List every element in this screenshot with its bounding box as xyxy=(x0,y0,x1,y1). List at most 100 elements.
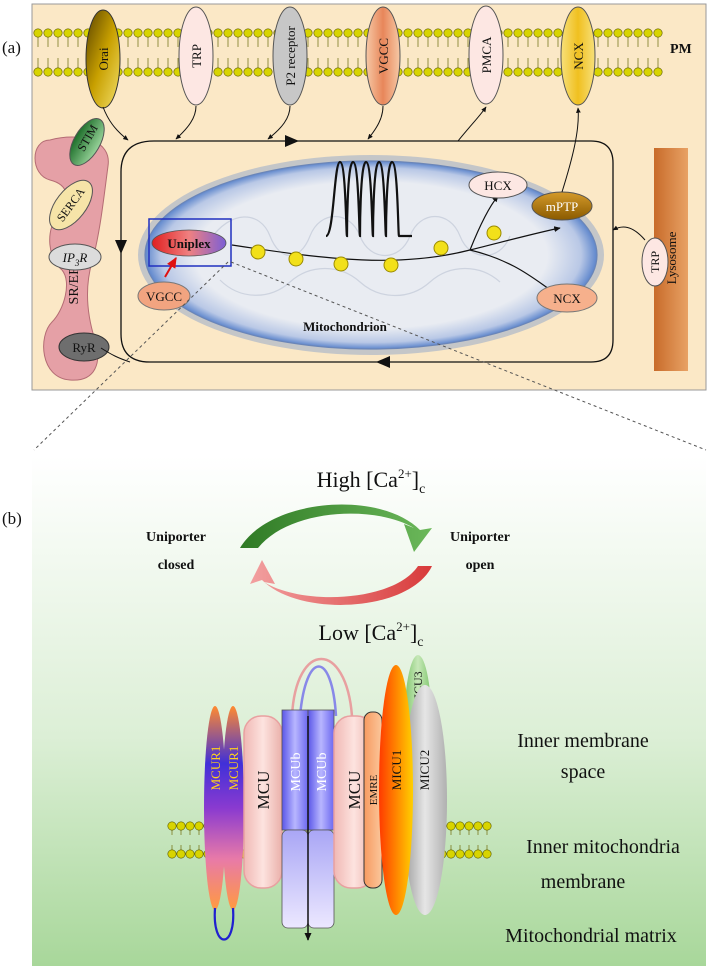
vgcc-influx-arrow xyxy=(367,105,384,140)
hcx-exchanger: HCX xyxy=(468,171,528,199)
lipid-head xyxy=(593,67,603,77)
mcub-subunit-left: MCUb xyxy=(281,709,309,929)
lipid-head xyxy=(473,821,483,831)
lipid-head xyxy=(443,28,453,38)
uniporter-closed-line2: closed xyxy=(158,558,195,573)
lipid-head xyxy=(353,28,363,38)
ip3r-label-b: R xyxy=(78,250,87,265)
pmca-channel: PMCA xyxy=(468,5,504,105)
lipid-head xyxy=(253,28,263,38)
ip3r-label: IP3R xyxy=(62,250,88,268)
uniporter-open-line1: Uniporter xyxy=(450,530,510,545)
lipid-head xyxy=(433,67,443,77)
lipid-head xyxy=(153,67,163,77)
lipid-head xyxy=(453,67,463,77)
trp-pm-label: TRP xyxy=(189,44,204,68)
lipid-head xyxy=(603,67,613,77)
lipid-head xyxy=(313,67,323,77)
uniporter-closed-line1: Uniporter xyxy=(146,530,206,545)
lipid-head xyxy=(533,28,543,38)
inner-membrane-space-line1: Inner membrane xyxy=(517,730,649,752)
lipid-head xyxy=(623,28,633,38)
lipid-head xyxy=(233,28,243,38)
p2-receptor-label: P2 receptor xyxy=(283,26,298,86)
lipid-head xyxy=(143,67,153,77)
imm-label-line2: membrane xyxy=(541,871,626,893)
mcub-linker-loop xyxy=(298,665,338,717)
lipid-head xyxy=(453,28,463,38)
lipid-head xyxy=(333,28,343,38)
lipid-head xyxy=(423,67,433,77)
lipid-head xyxy=(443,67,453,77)
mcu-linker-loop xyxy=(290,658,354,717)
lipid-head xyxy=(263,67,273,77)
lipid-head xyxy=(523,28,533,38)
mcur1-label-1: MCUR1 xyxy=(208,746,223,791)
lipid-head xyxy=(194,849,204,859)
lipid-head xyxy=(323,67,333,77)
p2-influx-arrow xyxy=(267,105,291,140)
lipid-head xyxy=(123,67,133,77)
ncx-inner-label: NCX xyxy=(553,291,581,306)
calcium-ions xyxy=(250,225,502,273)
lipid-head xyxy=(313,28,323,38)
lipid-head xyxy=(403,28,413,38)
vgcc-inner-label: VGCC xyxy=(146,289,182,304)
lipid-head xyxy=(603,28,613,38)
trp-lysosome-arrow xyxy=(612,225,646,241)
lipid-head xyxy=(613,28,623,38)
lipid-head xyxy=(446,821,456,831)
lipid-head xyxy=(73,28,83,38)
mcur1-loop xyxy=(213,907,235,941)
lipid-head xyxy=(543,67,553,77)
lipid-head xyxy=(433,28,443,38)
lipid-head xyxy=(513,28,523,38)
zoom-line-right xyxy=(230,261,707,451)
hcx-label: HCX xyxy=(484,178,512,193)
trp-lysosome-label: TRP xyxy=(648,251,662,273)
lipid-head xyxy=(446,849,456,859)
trp-channel-lysosome: TRP xyxy=(641,237,669,287)
panel-a-label: (a) xyxy=(2,38,21,57)
lipid-head xyxy=(53,28,63,38)
cytosolic-flux-loop xyxy=(120,140,614,363)
lipid-head xyxy=(653,67,663,77)
uniporter-open-line2: open xyxy=(466,558,495,573)
lipid-head xyxy=(63,28,73,38)
lipid-head xyxy=(223,67,233,77)
lipid-head xyxy=(153,28,163,38)
lipid-head xyxy=(513,67,523,77)
lipid-head xyxy=(253,67,263,77)
lipid-head xyxy=(243,28,253,38)
pmca-efflux-arrow xyxy=(457,106,487,142)
orai-influx-arrow xyxy=(102,106,129,141)
lipid-head xyxy=(593,28,603,38)
inner-membrane-space-line2: space xyxy=(561,761,606,783)
ncx-pm-label: NCX xyxy=(571,42,586,70)
imm-label-line1: Inner mitochondria xyxy=(526,836,680,858)
low-ca-close: ] xyxy=(410,620,417,645)
lipid-head xyxy=(333,67,343,77)
calcium-oscillation-trace xyxy=(324,160,412,238)
uniplex-label: Uniplex xyxy=(167,236,211,251)
mcur1-pair: MCUR1 MCUR1 xyxy=(204,706,244,941)
low-calcium-label: Low [Ca2+]c xyxy=(319,619,424,650)
lipid-head xyxy=(353,67,363,77)
ncx-mitochondrial: NCX xyxy=(536,283,598,313)
lipid-head xyxy=(167,821,177,831)
loop-arrowhead-bottom xyxy=(376,356,390,368)
ryr-channel: RyR xyxy=(58,332,110,362)
high-ca-close: ] xyxy=(412,467,419,492)
opening-transition-arrow xyxy=(240,504,432,552)
vgcc-mitochondrial: VGCC xyxy=(137,281,191,311)
lipid-head xyxy=(533,67,543,77)
lipid-head xyxy=(167,849,177,859)
lipid-head xyxy=(123,28,133,38)
ncx-efflux-arrow xyxy=(561,107,581,193)
lipid-head xyxy=(643,28,653,38)
trp-channel-pm: TRP xyxy=(178,6,214,106)
lipid-head xyxy=(223,28,233,38)
micu2-label: MICU2 xyxy=(417,750,432,790)
